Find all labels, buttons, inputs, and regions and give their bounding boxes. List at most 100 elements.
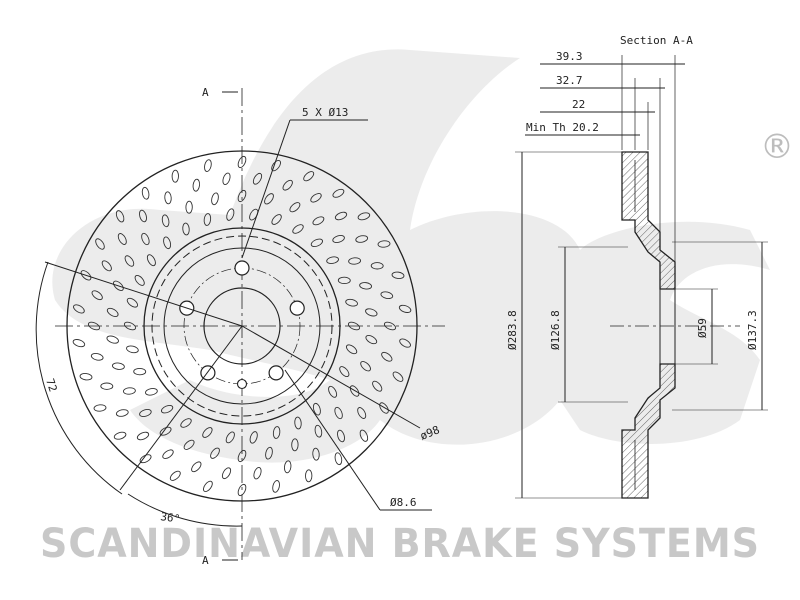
drill-hole <box>252 172 263 185</box>
hat-inner-edge <box>151 235 333 417</box>
drill-hole <box>79 372 93 381</box>
drill-hole <box>283 460 292 474</box>
center-bore <box>203 287 281 365</box>
drill-hole <box>381 351 393 362</box>
dim-hat-height: 32.7 <box>556 74 583 87</box>
drill-hole <box>183 439 195 450</box>
drill-hole <box>101 260 112 272</box>
drill-hole <box>141 186 150 200</box>
dim-disc-thickness: 22 <box>572 98 585 111</box>
drill-hole <box>163 236 172 250</box>
section-title: Section A-A <box>620 34 693 47</box>
drill-hole <box>334 211 348 221</box>
bolt-hole <box>234 260 250 276</box>
locating-hole <box>236 378 248 390</box>
leader-bolt-circle <box>241 325 421 429</box>
small-hole-label: Ø8.6 <box>390 496 417 509</box>
drill-hole <box>93 404 107 412</box>
hat-wall <box>659 289 676 364</box>
drill-hole <box>226 208 235 221</box>
drill-hole <box>365 335 378 345</box>
bolt-hole <box>268 365 284 381</box>
drill-hole <box>272 426 281 439</box>
drill-hole <box>337 429 345 443</box>
drill-hole <box>182 222 190 236</box>
drill-hole <box>191 461 202 473</box>
drill-hole <box>398 304 412 313</box>
drill-hole <box>328 385 338 398</box>
drill-hole <box>161 214 170 228</box>
drill-hole <box>164 191 172 205</box>
drill-hole <box>372 380 383 392</box>
drill-hole <box>72 339 86 348</box>
front-view <box>35 88 445 561</box>
drill-hole <box>312 402 321 416</box>
drill-hole <box>136 431 150 441</box>
drill-hole <box>115 409 129 417</box>
drill-hole <box>204 159 212 172</box>
drill-hole <box>334 452 343 466</box>
drill-hole <box>305 469 313 483</box>
drill-hole <box>292 224 304 234</box>
leader-small-hole <box>284 369 381 511</box>
drill-hole <box>264 193 274 205</box>
drill-hole <box>73 304 85 314</box>
drill-hole <box>106 307 119 317</box>
drill-hole <box>312 447 320 461</box>
dim-total-thickness: 39.3 <box>556 50 583 63</box>
drill-hole <box>139 454 152 464</box>
drill-hole <box>265 446 273 460</box>
drill-hole <box>122 387 136 395</box>
drill-hole <box>392 371 404 382</box>
drill-hole <box>379 402 389 414</box>
company-name: SCANDINAVIAN BRAKE SYSTEMS <box>40 521 760 567</box>
drill-hole <box>146 254 156 267</box>
drill-hole <box>133 367 147 376</box>
dim-hat-diameter: Ø137.3 <box>746 310 759 350</box>
drill-hole <box>210 447 220 459</box>
registered-mark: ® <box>760 127 794 167</box>
drill-hole <box>91 290 103 301</box>
drill-hole <box>312 216 325 226</box>
drill-hole <box>134 274 145 286</box>
drill-hole <box>253 466 262 480</box>
bolt-hole <box>289 300 305 316</box>
angle-label-left: 72 <box>43 377 59 394</box>
drill-hole <box>113 431 127 440</box>
angle-ray-left <box>44 261 243 327</box>
drill-hole <box>160 404 174 414</box>
drill-hole <box>113 280 124 291</box>
drill-hole <box>237 483 247 497</box>
drill-hole <box>202 427 213 438</box>
drill-hole <box>337 276 351 285</box>
leader-bolt-holes <box>241 119 291 259</box>
drill-hole <box>383 321 397 331</box>
drill-hole <box>348 257 362 265</box>
drill-hole <box>357 212 371 221</box>
section-view <box>515 55 768 499</box>
angle-label-bottom: 36° <box>160 510 181 526</box>
drill-hole <box>95 238 105 250</box>
drill-hole <box>399 338 411 348</box>
drill-hole <box>237 189 247 203</box>
drill-hole <box>334 406 343 420</box>
drill-hole <box>211 192 219 206</box>
watermark: ® SCANDINAVIAN BRAKE SYSTEMS <box>40 49 794 567</box>
drill-hole <box>380 291 394 300</box>
drill-hole <box>326 256 339 264</box>
drill-hole <box>360 361 371 372</box>
drill-hole <box>225 431 235 444</box>
drill-hole <box>90 352 104 361</box>
angle-ray-bottom <box>119 325 243 491</box>
drill-hole <box>355 235 369 243</box>
drill-hole <box>126 345 139 354</box>
drill-hole <box>289 202 301 213</box>
drill-hole <box>100 382 114 390</box>
drill-hole <box>169 470 181 481</box>
bolt-holes-label: 5 X Ø13 <box>302 106 348 119</box>
drill-hole <box>349 385 360 397</box>
drill-hole <box>180 418 192 428</box>
drill-hole <box>123 321 137 331</box>
drill-hole <box>365 308 378 317</box>
